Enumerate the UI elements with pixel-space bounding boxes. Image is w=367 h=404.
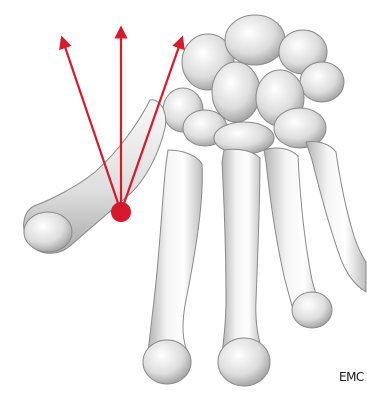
metacarpal-middle xyxy=(218,149,270,386)
carpal-bones xyxy=(163,15,344,154)
force-origin-dot xyxy=(111,202,131,222)
thumb-metacarpal xyxy=(24,100,166,253)
metacarpal-index xyxy=(143,150,202,384)
metacarpal-little xyxy=(306,141,366,292)
artist-signature: EMC xyxy=(339,370,364,384)
